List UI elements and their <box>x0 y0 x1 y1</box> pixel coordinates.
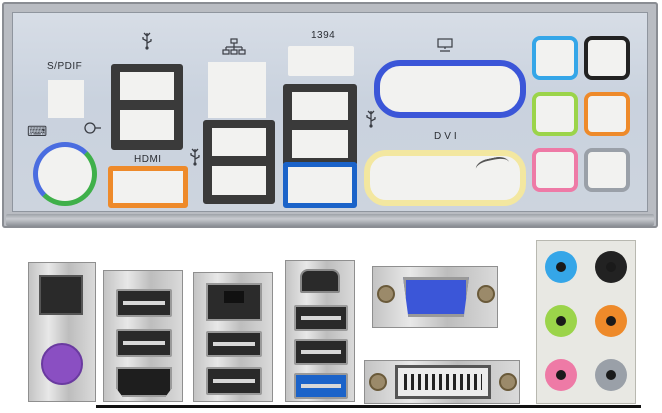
monitor-icon <box>436 38 454 54</box>
ieee1394-cutout <box>288 46 354 76</box>
audio-jack-gray <box>595 359 627 391</box>
dvi-label: DVI <box>434 131 460 142</box>
dvi-screw <box>499 373 517 391</box>
audio-jack-panel <box>536 240 636 404</box>
audio-jack-blue <box>545 251 577 283</box>
io-shield-lip <box>6 214 654 226</box>
usb-port <box>206 331 262 357</box>
audio-side-cutout <box>584 148 630 192</box>
hdmi-label: HDMI <box>134 154 162 165</box>
usb-port <box>294 305 348 331</box>
ieee1394-label: 1394 <box>311 30 336 41</box>
dvi-connector <box>364 360 520 404</box>
usb-icon <box>140 32 154 52</box>
baseline <box>96 405 641 408</box>
lan-cutout <box>208 62 266 118</box>
audio-jack-pink <box>545 359 577 391</box>
dvi-cutout <box>364 150 526 206</box>
hdmi-port <box>116 367 172 397</box>
usb-port <box>206 367 262 395</box>
ps2-combo-cutout <box>33 142 97 206</box>
spdif-label: S/PDIF <box>47 61 83 72</box>
usb-port <box>294 339 348 365</box>
optical-spdif-port <box>39 275 83 315</box>
audio-line-out-cutout <box>532 92 578 136</box>
usb-port <box>116 289 172 317</box>
usb3-cutout <box>283 162 357 208</box>
vga-cutout <box>374 60 526 118</box>
vga-screw <box>377 285 395 303</box>
audio-rear-cutout <box>584 36 630 80</box>
spdif-cutout <box>48 80 84 118</box>
lan-port <box>206 283 262 321</box>
usb-port-cutout <box>212 128 266 156</box>
usb-icon <box>188 148 202 168</box>
dvi-port <box>395 365 491 399</box>
lan-usb-connector <box>193 272 273 402</box>
mouse-icon <box>84 122 102 136</box>
ieee1394-usb-connector <box>285 260 355 402</box>
vga-port <box>403 277 469 317</box>
usb-icon <box>364 110 378 130</box>
audio-jack-black <box>595 251 627 283</box>
audio-jack-green <box>545 305 577 337</box>
audio-line-in-cutout <box>532 36 578 80</box>
usb-port-cutout <box>292 130 348 158</box>
audio-mic-cutout <box>532 148 578 192</box>
dvi-screw <box>369 373 387 391</box>
usb-port-cutout <box>292 92 348 120</box>
audio-center-cutout <box>584 92 630 136</box>
keyboard-icon: ⌨ <box>27 123 48 139</box>
ps2-optical-connector <box>28 262 96 402</box>
usb-port <box>116 329 172 357</box>
vga-screw <box>477 285 495 303</box>
network-icon <box>222 38 246 58</box>
usb-port-cutout <box>212 166 266 195</box>
vga-connector <box>372 266 498 328</box>
usb-port-cutout <box>120 110 174 140</box>
ieee1394-port <box>300 269 340 293</box>
hdmi-cutout <box>108 166 188 208</box>
usb-hdmi-connector <box>103 270 183 402</box>
usb-port-cutout <box>120 72 174 100</box>
usb3-port <box>294 373 348 399</box>
audio-jack-orange <box>595 305 627 337</box>
ps2-port <box>41 343 83 385</box>
